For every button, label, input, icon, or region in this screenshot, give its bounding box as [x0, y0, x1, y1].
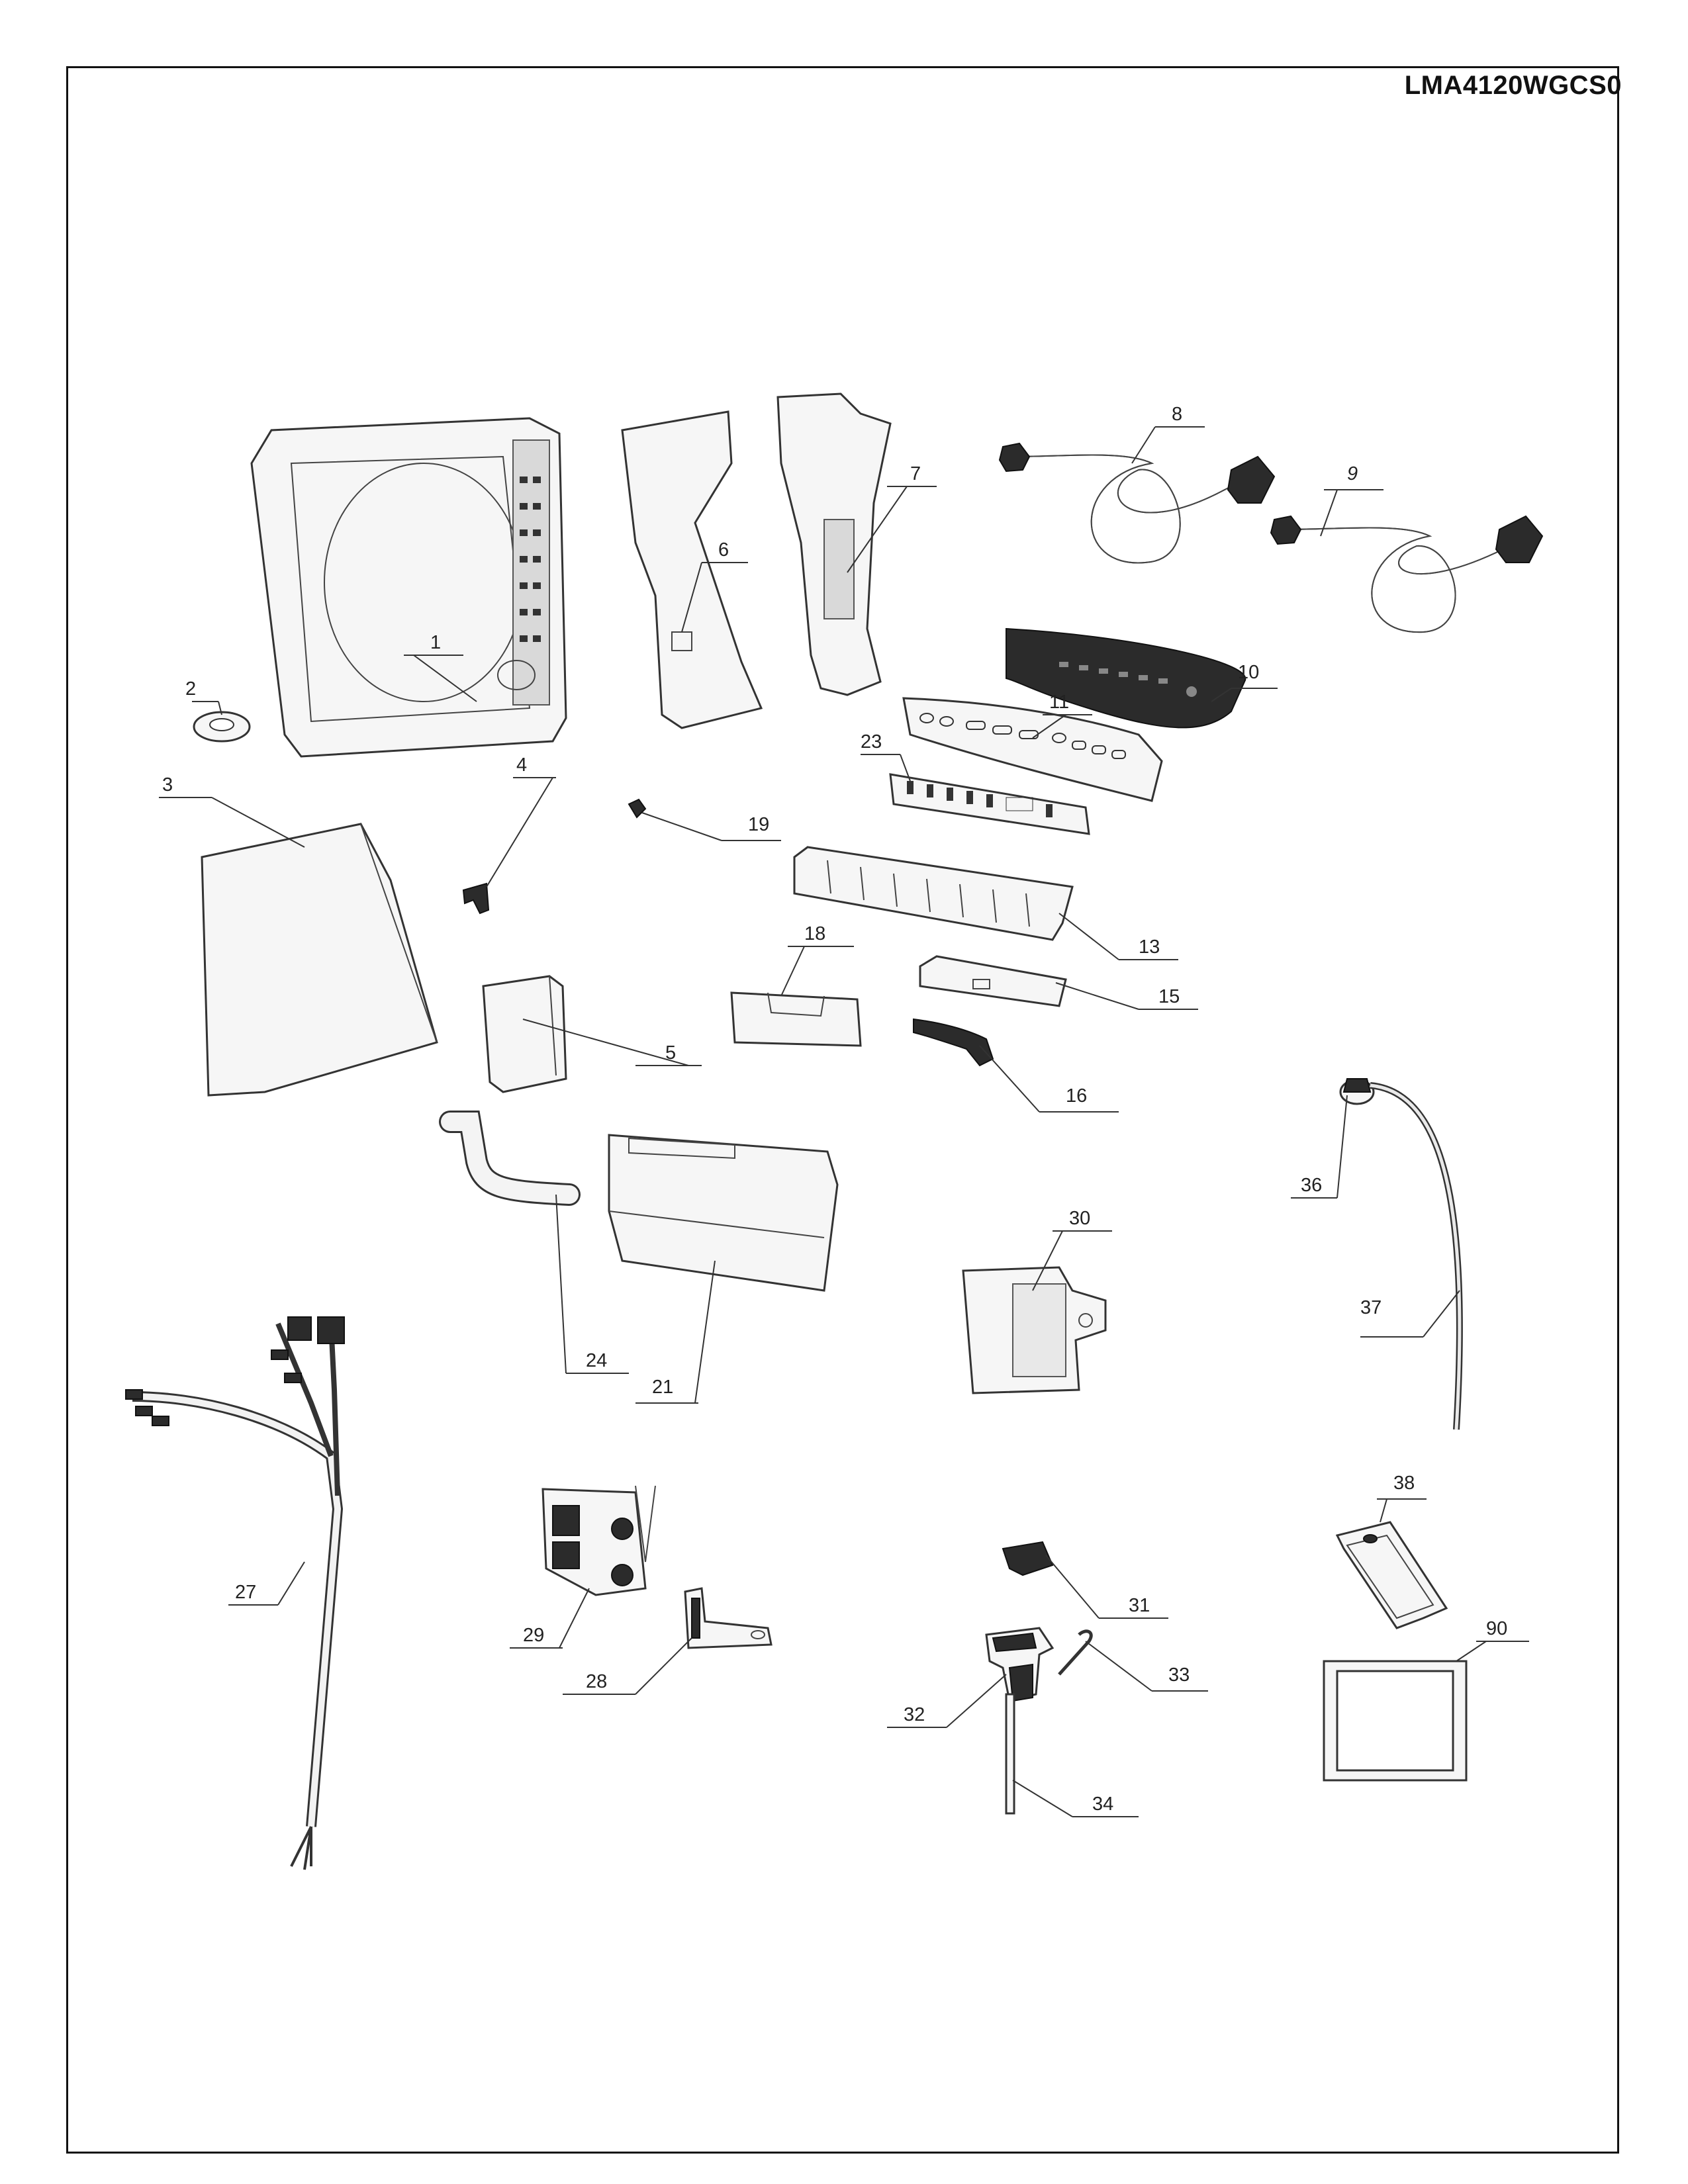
part-37-tube-icon[interactable]: [1370, 1082, 1463, 1430]
part-5-cover-box-icon[interactable]: [482, 975, 567, 1093]
part-29-inlet-valve-icon[interactable]: [541, 1485, 656, 1596]
part-7-panel-plate-icon[interactable]: [776, 392, 892, 696]
part-13-frame-icon[interactable]: [793, 846, 1074, 941]
part-32-label: 32: [904, 1704, 925, 1725]
part-21-dispenser-housing-icon[interactable]: [608, 1134, 839, 1292]
part-15-pcb-icon[interactable]: [919, 955, 1067, 1007]
part-24-label: 24: [586, 1350, 607, 1371]
part-30-cover-icon[interactable]: [962, 1266, 1107, 1394]
part-6-panel-plate-icon[interactable]: [621, 410, 763, 729]
part-27-label: 27: [235, 1582, 256, 1603]
part-23-pcb-icon[interactable]: [889, 773, 1090, 835]
part-18-case-icon[interactable]: [730, 991, 862, 1047]
part-10-label: 10: [1238, 662, 1259, 683]
part-38-label: 38: [1393, 1473, 1415, 1494]
part-1-label: 1: [430, 632, 441, 653]
part-5-label: 5: [665, 1042, 676, 1064]
part-18-label: 18: [804, 923, 825, 944]
part-11-label: 11: [1049, 692, 1069, 713]
part-2-knob-ring-icon[interactable]: [193, 711, 251, 743]
part-16-label: 16: [1066, 1085, 1087, 1107]
part-27-wire-harness-icon[interactable]: [125, 1316, 345, 1870]
part-36-pressure-sensor-icon[interactable]: [1339, 1078, 1375, 1105]
part-8-label: 8: [1172, 404, 1182, 425]
part-15-label: 15: [1158, 986, 1180, 1007]
part-13-label: 13: [1139, 936, 1160, 958]
part-1-top-cover-icon[interactable]: [250, 417, 567, 758]
part-7-label: 7: [910, 463, 921, 484]
part-3-lid-icon[interactable]: [201, 823, 438, 1097]
part-9-inlet-hose-icon[interactable]: [1270, 515, 1544, 633]
part-34-label: 34: [1092, 1794, 1113, 1815]
part-8-inlet-hose-icon[interactable]: [998, 442, 1276, 564]
part-19-clip-icon[interactable]: [628, 798, 647, 819]
part-34-rod-icon[interactable]: [1005, 1693, 1015, 1815]
part-4-bracket-icon[interactable]: [462, 882, 490, 915]
part-90-frame-icon[interactable]: [1323, 1660, 1468, 1782]
part-28-label: 28: [586, 1671, 607, 1692]
part-21-label: 21: [652, 1377, 673, 1398]
part-6-label: 6: [718, 539, 729, 561]
model-number: LMA4120WGCS0: [1404, 71, 1622, 100]
part-36-label: 36: [1301, 1175, 1322, 1196]
part-38-plate-icon[interactable]: [1335, 1521, 1448, 1629]
part-31-switch-icon[interactable]: [1002, 1541, 1054, 1576]
part-32-lock-assembly-icon[interactable]: [985, 1627, 1055, 1702]
part-11-button-panel-icon[interactable]: [902, 697, 1163, 802]
part-28-bracket-icon[interactable]: [684, 1587, 773, 1649]
part-33-label: 33: [1168, 1664, 1190, 1686]
part-31-label: 31: [1129, 1595, 1150, 1616]
part-16-switch-icon[interactable]: [913, 1018, 994, 1067]
part-10-control-panel-icon[interactable]: [1006, 627, 1246, 729]
part-3-label: 3: [162, 774, 173, 796]
part-29-label: 29: [523, 1625, 544, 1646]
part-33-hook-icon[interactable]: [1058, 1629, 1093, 1676]
part-30-label: 30: [1069, 1208, 1090, 1229]
part-9-label: 9: [1347, 463, 1358, 484]
part-4-label: 4: [516, 754, 527, 776]
part-24-hose-icon[interactable]: [439, 1111, 581, 1206]
part-90-label: 90: [1486, 1618, 1507, 1639]
part-19-label: 19: [748, 814, 769, 835]
part-2-label: 2: [185, 678, 196, 700]
part-37-label: 37: [1360, 1297, 1382, 1318]
part-23-label: 23: [861, 731, 882, 752]
